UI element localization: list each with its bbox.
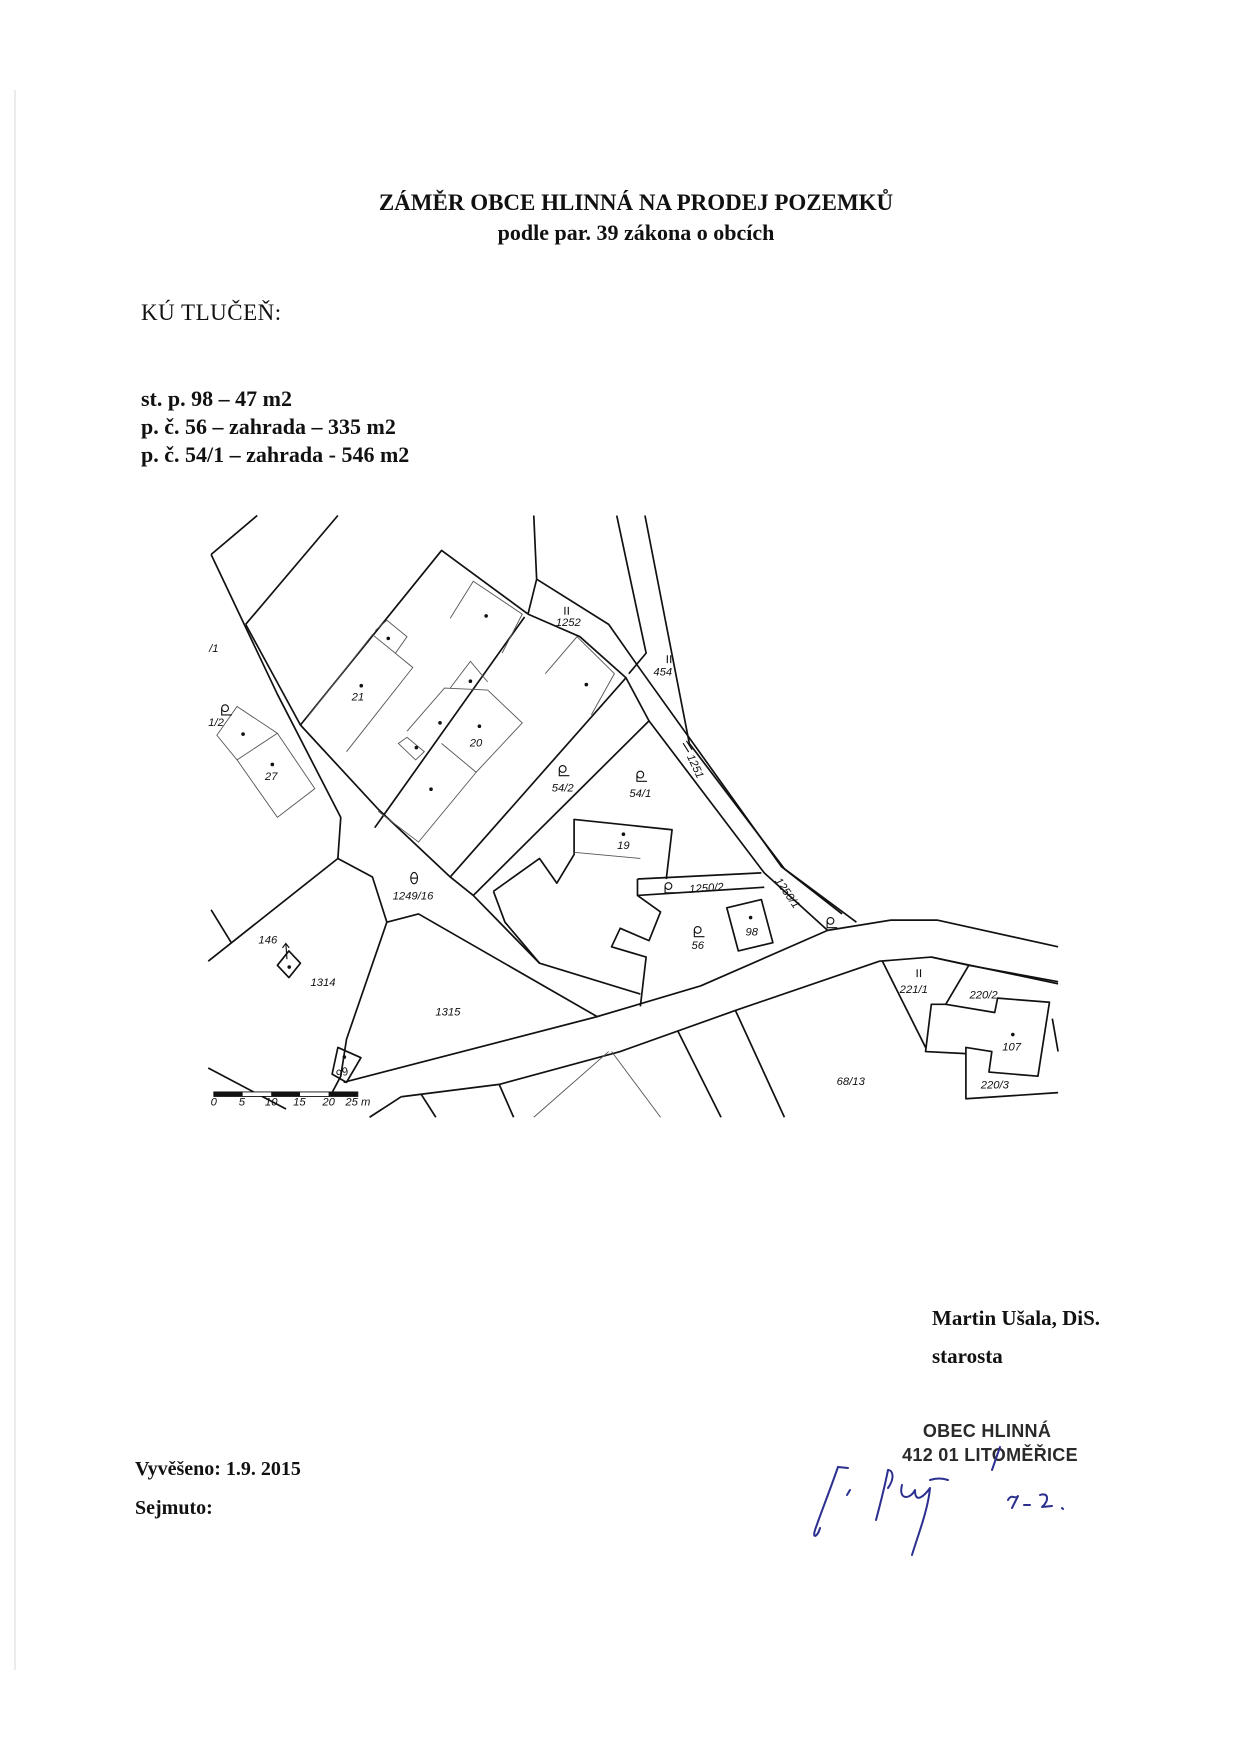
removed-date: Sejmuto: <box>135 1497 213 1519</box>
document-subtitle: podle par. 39 zákona o obcích <box>497 220 775 245</box>
document-title: ZÁMĚR OBCE HLINNÁ NA PRODEJ POZEMKŮ <box>378 190 894 215</box>
map-label: 221/1 <box>899 984 928 996</box>
map-label: 68/13 <box>837 1076 866 1088</box>
map-label: 1249/16 <box>393 891 434 903</box>
map-label: 220/2 <box>968 990 998 1002</box>
scan-edge <box>14 90 16 1670</box>
posted-date: Vyvěšeno: 1.9. 2015 <box>135 1458 301 1480</box>
scale-bar: 0 5 10 15 20 25 m <box>211 1091 370 1108</box>
scale-tick-label: 20 <box>321 1096 335 1108</box>
map-label: 27 <box>264 771 278 783</box>
garden-symbol-icon <box>693 925 705 938</box>
signatory-role: starosta <box>932 1344 1003 1368</box>
road-marker-icon <box>682 740 693 753</box>
map-label: 99 <box>334 1065 351 1081</box>
map-label: 220/3 <box>980 1080 1010 1092</box>
map-symbols <box>221 606 922 978</box>
road-marker-icon <box>666 655 672 664</box>
map-label: 54/1 <box>629 788 651 800</box>
scale-tick-label: 15 <box>293 1096 306 1108</box>
map-dots <box>241 614 1015 1059</box>
garden-symbol-icon <box>664 882 676 894</box>
map-label: 1315 <box>435 1006 461 1018</box>
map-label: 20 <box>469 737 483 749</box>
signatory-name: Martin Ušala, DiS. <box>932 1306 1100 1330</box>
scale-tick-label: 5 <box>239 1096 246 1108</box>
scale-tick-label: 25 m <box>344 1096 370 1108</box>
cadastral-area-label: KÚ TLUČEŇ: <box>141 300 282 325</box>
garden-symbol-icon <box>558 765 570 777</box>
parcel-item: p. č. 56 – zahrada – 335 m2 <box>141 414 396 439</box>
map-label: 1314 <box>310 977 335 989</box>
map-label: /1 <box>208 643 218 655</box>
stamp-line-2: 412 01 LITOMĚŘICE <box>902 1445 1078 1465</box>
road-marker-icon <box>916 969 922 978</box>
map-label: 1250/2 <box>689 881 725 895</box>
scale-tick-label: 0 <box>211 1096 218 1108</box>
parcel-item: st. p. 98 – 47 m2 <box>141 386 292 411</box>
map-label: 21 <box>351 691 365 703</box>
parcel-item: p. č. 54/1 – zahrada - 546 m2 <box>141 442 410 467</box>
scale-tick-label: 10 <box>265 1096 278 1108</box>
map-label: 98 <box>745 927 758 939</box>
garden-symbol-icon <box>826 916 838 929</box>
parcel-boundaries <box>208 516 1058 1118</box>
stamp-line-1: OBEC HLINNÁ <box>922 1421 1052 1441</box>
map-label: 1252 <box>556 617 582 629</box>
map-label: 54/2 <box>552 782 575 794</box>
map-label: 107 <box>1002 1041 1022 1053</box>
map-label: 1/2 <box>208 717 224 729</box>
garden-symbol-icon <box>636 770 648 782</box>
map-label: 454 <box>653 667 672 679</box>
map-label: 56 <box>691 940 704 952</box>
map-label: 146 <box>258 934 278 946</box>
theta-symbol-icon <box>410 871 419 885</box>
arrow-symbol-icon <box>282 942 290 960</box>
map-label: 19 <box>617 840 630 852</box>
road-marker-icon <box>564 606 569 615</box>
garden-symbol-icon <box>221 704 232 716</box>
